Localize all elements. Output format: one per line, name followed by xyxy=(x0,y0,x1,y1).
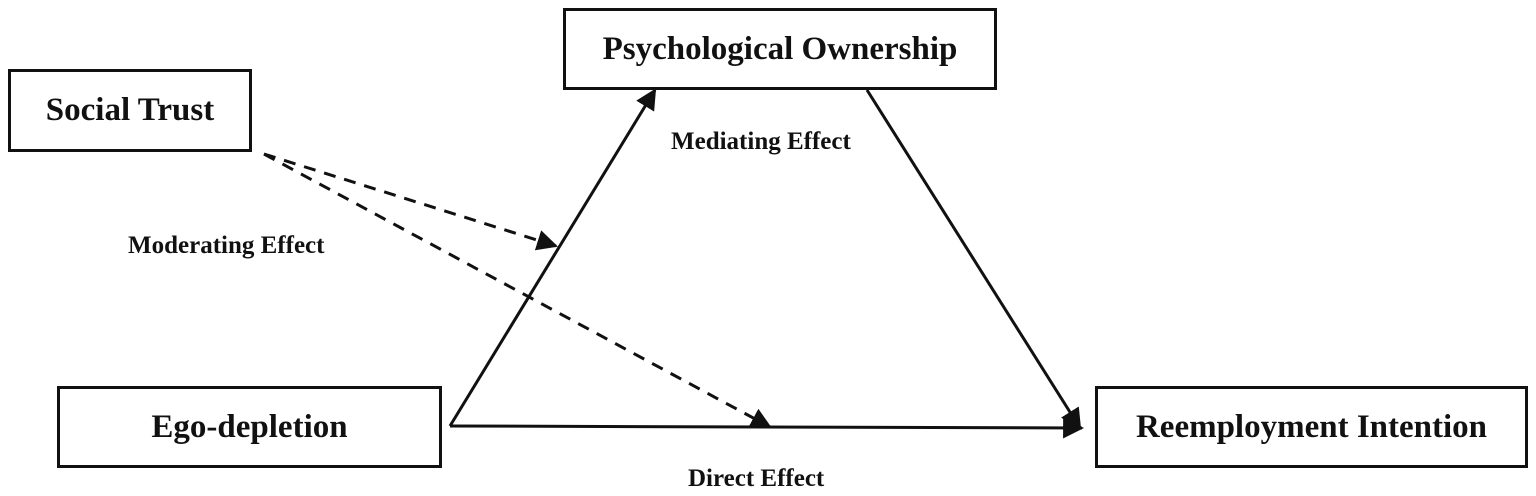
label-direct-effect: Direct Effect xyxy=(688,465,825,492)
node-psychological-ownership: Psychological Ownership xyxy=(563,8,997,90)
dashed-arrow-trust-to-mediating-path xyxy=(263,152,559,251)
arrow-ego-to-ownership xyxy=(448,88,657,427)
node-ego-depletion: Ego-depletion xyxy=(57,386,442,468)
label-mediating-effect: Mediating Effect xyxy=(671,128,851,155)
node-reemployment-intention: Reemployment Intention xyxy=(1095,386,1528,468)
arrow-ownership-to-reemployment xyxy=(865,89,1082,430)
label-moderating-effect: Moderating Effect xyxy=(128,232,325,259)
dashed-arrow-trust-to-direct-path xyxy=(263,152,772,429)
node-social-trust: Social Trust xyxy=(8,69,252,152)
